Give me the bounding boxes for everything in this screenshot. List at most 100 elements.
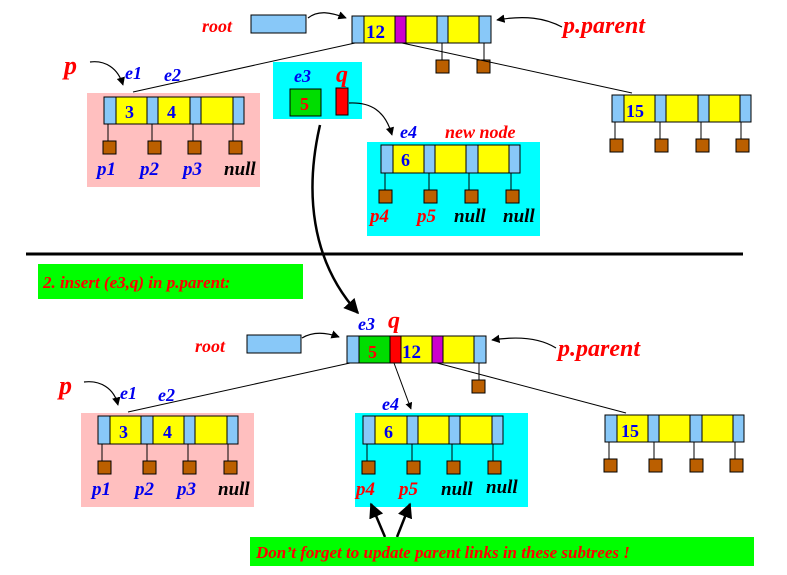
child-label-p5: p5 [397,479,419,500]
child-pointer [654,138,669,153]
right-node: 15 [609,94,752,153]
p-label: p [62,51,77,80]
child-pointer [735,138,750,153]
e4-label: e4 [400,122,417,142]
child-pointer [471,379,486,394]
top-section: root 12 p.parent p e1 e2 [62,11,752,236]
child-label-null: null [441,479,473,500]
child-pointer [695,138,710,153]
parent-node: 12 [351,15,492,74]
child-label-null: null [503,206,535,227]
step-banner-bg [38,264,303,299]
child-pointer [182,460,197,475]
child-pointer [446,460,461,475]
p-key-2: 4 [163,422,172,442]
link-parent-to-p [132,42,356,93]
child-pointer [228,140,243,155]
child-label-null: null [454,206,486,227]
p-parent-arrow [491,334,557,349]
parent-node: 5 12 [346,335,487,394]
child-pointer [609,138,624,153]
new-node: 6 p4 p5 null null [354,415,518,500]
p-key-1: 3 [125,102,134,122]
p-node: 3 4 p1 p2 p3 null [95,96,256,180]
q-pointer [335,87,349,116]
root-pointer [250,14,307,34]
p-node: 3 4 p1 p2 p3 null [90,415,250,500]
parent-key-new: 5 [368,342,377,362]
child-label-null: null [486,477,518,498]
child-label-p1: p1 [95,159,116,180]
e4-label: e4 [382,394,399,414]
child-pointer [689,458,704,473]
link-parent-to-p [127,362,351,413]
child-pointer [142,460,157,475]
root-pointer [246,334,302,354]
parent-key: 12 [366,22,385,43]
bottom-section: root e3 q 5 12 p.parent p e1 e2 [57,308,745,538]
new-node-key: 6 [401,150,410,170]
child-pointer [223,460,238,475]
link-parent-to-new-node [393,362,413,410]
child-label-p1: p1 [90,479,111,500]
child-pointer [147,140,162,155]
child-pointer [729,458,744,473]
e3-label: e3 [358,314,375,334]
child-label-p4: p4 [368,206,389,227]
p-arrow [89,61,125,86]
child-label-p5: p5 [415,206,437,227]
root-arrow [301,330,340,339]
q-label: q [388,308,400,334]
note-banner-bg [250,537,754,566]
child-label-null: null [218,479,250,500]
p-arrow [83,381,121,406]
e3-key: 5 [300,94,309,114]
child-pointer [505,189,520,204]
child-pointer [435,59,450,74]
child-pointer [102,140,117,155]
q-to-new-node-arrow [348,102,395,136]
child-label-p3: p3 [175,479,196,500]
note-arrow-p5 [395,502,413,538]
parent-key: 12 [402,342,421,363]
child-pointer [406,460,421,475]
child-label-p2: p2 [138,159,160,180]
child-pointer [487,460,502,475]
new-node-label: new node [445,122,516,142]
right-node: 15 [603,414,745,473]
link-parent-to-right [401,42,633,94]
child-pointer [464,189,479,204]
e3-label: e3 [294,66,311,86]
p-key-2: 4 [167,102,176,122]
p-label: p [57,371,72,400]
step-banner: 2. insert (e3,q) in p.parent: [42,273,230,292]
child-pointer [187,140,202,155]
child-pointer [378,189,393,204]
child-pointer [423,189,438,204]
child-pointer [648,458,663,473]
p-parent-label: p.parent [561,13,646,39]
note-banner: Don’t forget to update parent links in t… [255,543,630,562]
right-node-key: 15 [626,101,644,121]
note-arrow-p4 [369,502,387,538]
q-label: q [336,62,348,88]
right-node-key: 15 [621,421,639,441]
link-parent-to-right [436,362,627,414]
child-pointer [476,59,491,74]
root-label: root [195,336,226,356]
child-pointer [603,458,618,473]
root-arrow [307,11,347,20]
e1-label: e1 [120,383,137,403]
new-node: 6 p4 p5 null null [368,144,535,227]
child-label-p4: p4 [354,479,375,500]
child-label-p2: p2 [133,479,155,500]
e1-label: e1 [125,63,142,83]
root-label: root [202,16,233,36]
child-label-p3: p3 [181,159,202,180]
e3-key-box [289,88,322,117]
new-node-key: 6 [384,422,393,442]
move-e3-arrow [311,124,360,315]
child-pointer [97,460,112,475]
p-parent-label: p.parent [556,336,641,362]
